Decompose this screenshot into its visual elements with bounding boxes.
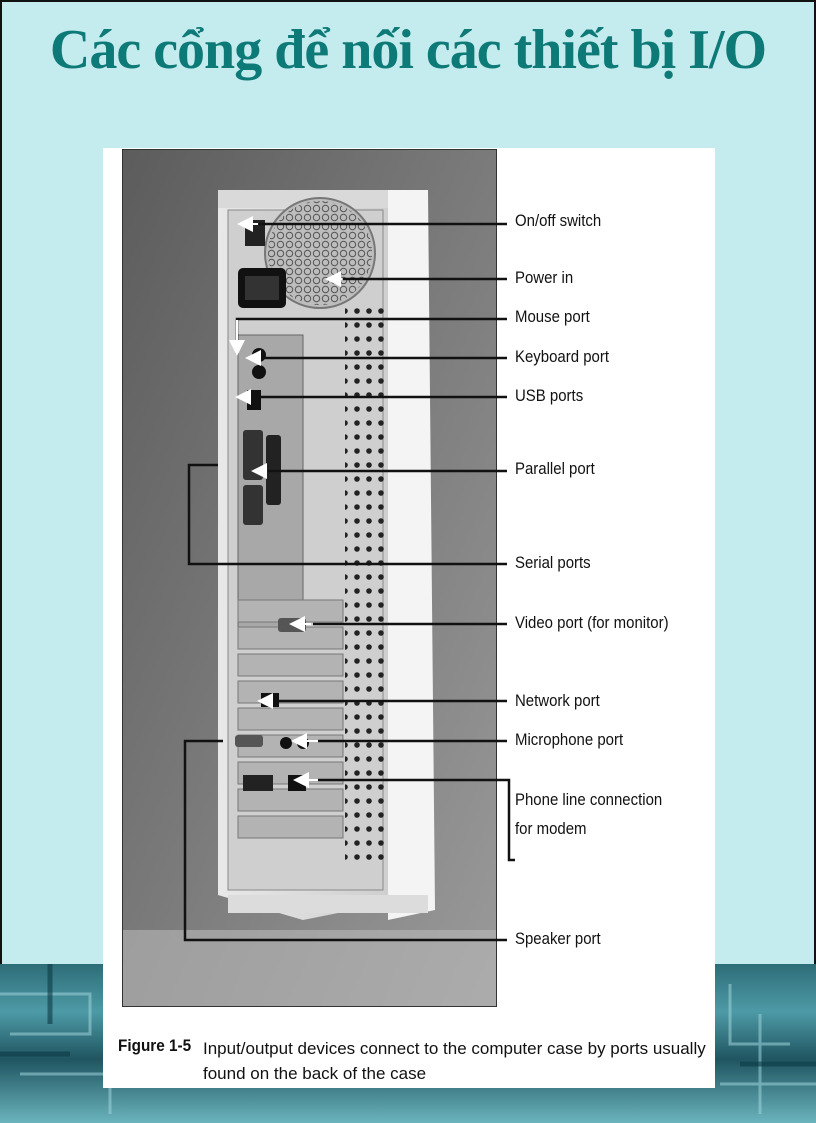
figure-card: On/off switch Power in Mouse port Keyboa…	[103, 148, 715, 1088]
circuit-pattern	[0, 964, 816, 1114]
label-power-in: Power in	[515, 268, 574, 287]
label-network-port: Network port	[515, 691, 600, 710]
label-parallel-port: Parallel port	[515, 459, 595, 478]
figure-caption-text: Input/output devices connect to the comp…	[203, 1039, 706, 1083]
label-on-off-switch: On/off switch	[515, 211, 602, 230]
label-serial-ports: Serial ports	[515, 553, 591, 572]
label-keyboard-port: Keyboard port	[515, 347, 609, 366]
pointer-lines	[183, 216, 515, 942]
label-phone-line: Phone line connection	[515, 790, 663, 809]
label-usb-ports: USB ports	[515, 386, 584, 405]
label-video-port: Video port (for monitor)	[515, 613, 669, 632]
label-for-modem: for modem	[515, 819, 587, 838]
figure-caption-number: Figure 1-5	[118, 1036, 192, 1055]
slide-title: Các cổng để nối các thiết bị I/O	[49, 19, 767, 81]
label-speaker-port: Speaker port	[515, 929, 601, 948]
label-mouse-port: Mouse port	[515, 307, 590, 326]
label-microphone-port: Microphone port	[515, 730, 624, 749]
